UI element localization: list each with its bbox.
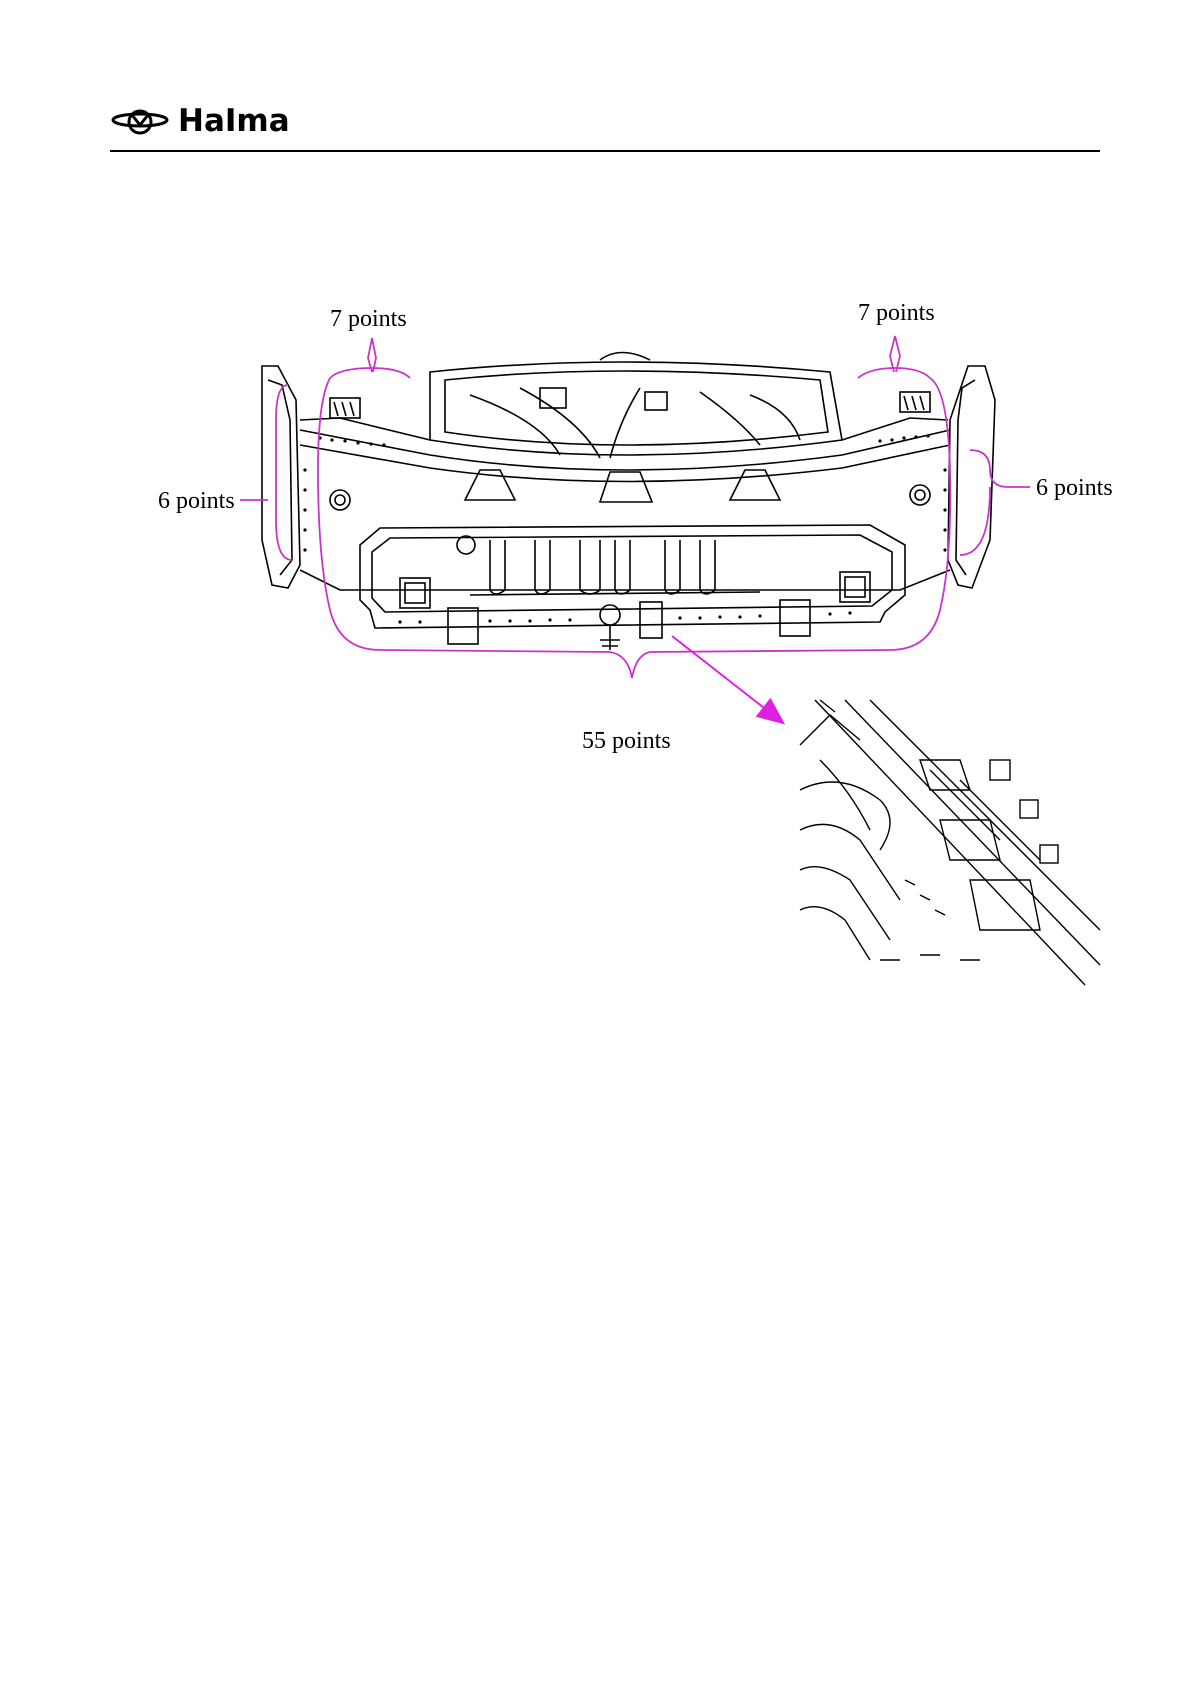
- detail-inset-drawing: [800, 700, 1100, 985]
- callout-left: 6 points: [158, 488, 235, 514]
- detail-arrow: [672, 636, 782, 722]
- callout-top-right: 7 points: [858, 300, 935, 326]
- rear-body-drawing: [262, 353, 995, 651]
- callout-bottom: 55 points: [582, 728, 671, 754]
- callout-right: 6 points: [1036, 475, 1113, 501]
- annotation-brackets: [240, 336, 1030, 678]
- callout-top-left: 7 points: [330, 306, 407, 332]
